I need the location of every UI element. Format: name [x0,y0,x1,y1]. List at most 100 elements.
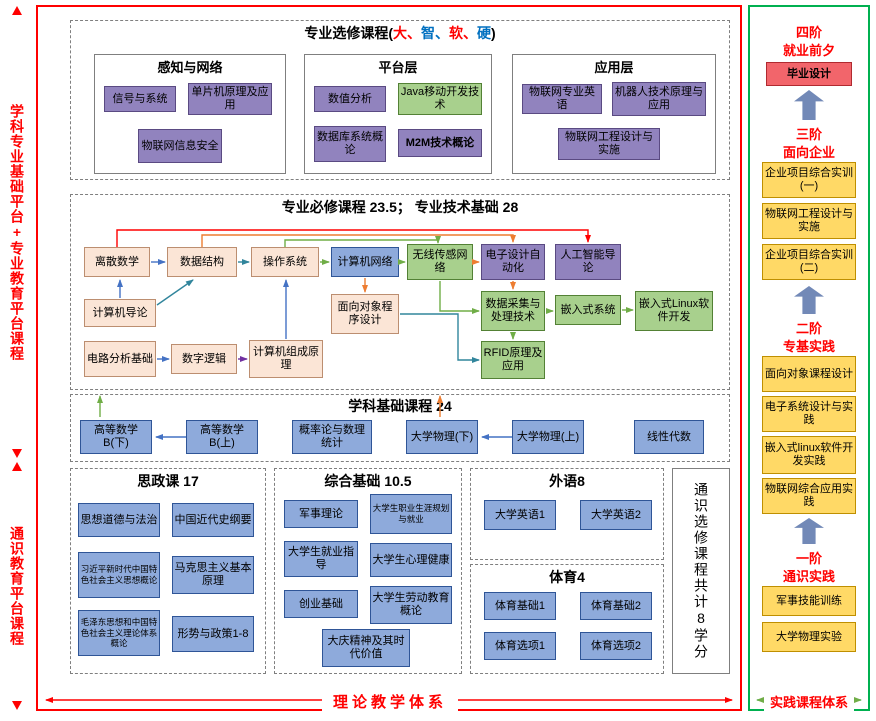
section-title-general-basics: 综合基础 10.5 [324,473,412,489]
title-ying: 硬 [477,25,491,41]
course-data-structure: 数据结构 [167,247,237,277]
course-pe-basic-1: 体育基础1 [484,592,556,620]
arrowhead-up-icon [12,462,22,471]
course-computer-organization: 计算机组成原理 [249,340,323,378]
course-enterprise-training-1: 企业项目综合实训(一) [762,162,856,198]
course-mcu-principles: 单片机原理及应用 [188,83,272,115]
course-physics-2: 大学物理(下) [406,420,478,454]
course-ai-intro: 人工智能导论 [555,244,621,280]
group-title-platform-layer: 平台层 [378,60,418,75]
stage-4-name: 就业前夕 [782,43,835,58]
course-discrete-math: 离散数学 [84,247,150,277]
title-ruan: 软、 [449,25,477,41]
course-cs-intro: 计算机导论 [84,299,156,327]
course-enterprise-training-2: 企业项目综合实训(二) [762,244,856,280]
course-wireless-sensor-network: 无线传感网络 [407,244,473,280]
stage-4-number: 四阶 [795,25,822,40]
section-professional-electives [70,20,730,180]
section-title-required: 专业必修课程 23.5； 专业技术基础 28 [281,199,519,215]
course-mao-thought: 毛泽东思想和中国特色社会主义理论体系概论 [78,610,160,656]
section-general-basics [274,468,462,674]
course-signals-systems: 信号与系统 [104,86,176,112]
arrowhead-down-icon [12,449,22,458]
course-embedded-linux: 嵌入式Linux软件开发 [635,291,713,331]
course-oop-design: 面向对象课程设计 [762,356,856,392]
section-title-ideology: 思政课 17 [137,473,199,489]
stage-3-name: 面向企业 [782,145,835,160]
left-rail-top: 学科专业基础平台+专业教育平台课程 [2,6,32,458]
course-oop: 面向对象程序设计 [331,294,399,334]
course-data-acquisition: 数据采集与处理技术 [481,291,545,331]
course-rfid: RFID原理及应用 [481,341,545,379]
course-m2m: M2M技术概论 [398,129,482,157]
arrowhead-up-icon [12,6,22,15]
group-title-perception-network: 感知与网络 [157,60,223,75]
course-mental-health: 大学生心理健康 [370,543,452,577]
stage-1-number: 一阶 [795,551,822,566]
arrowhead-down-icon [12,701,22,710]
course-english-1: 大学英语1 [484,500,556,530]
title-pre: 专业选修课程( [304,25,393,41]
course-pe-basic-2: 体育基础2 [580,592,652,620]
course-robotics: 机器人技术原理与应用 [612,82,706,116]
course-military-training: 军事技能训练 [762,586,856,616]
course-calculus-b2: 高等数学B(下) [80,420,152,454]
course-xi-thought: 习近平新时代中国特色社会主义思想概论 [78,552,160,598]
title-da: 大、 [393,25,421,41]
section-foundation-courses [70,394,730,462]
course-electronic-system-design: 电子系统设计与实践 [762,396,856,432]
course-labor-education: 大学生劳动教育概论 [370,586,452,624]
general-elective-credits-label: 通识选修课程共计8学分 [693,482,709,660]
course-career-planning: 大学生职业生涯规划与就业 [370,494,452,534]
course-computer-network: 计算机网络 [331,247,399,277]
course-circuit-analysis: 电路分析基础 [84,341,156,377]
theory-system-footer: 理论教学体系 [322,691,458,712]
course-iot-design-practice: 物联网工程设计与实施 [762,203,856,239]
stage-1-name: 通识实践 [782,569,835,584]
stage-2-number: 二阶 [795,321,822,336]
course-digital-logic: 数字逻辑 [171,344,237,374]
course-employment-guidance: 大学生就业指导 [284,541,358,577]
course-iot-comprehensive-practice: 物联网综合应用实践 [762,478,856,514]
section-foreign-language [470,468,664,560]
left-rail-bottom: 通识教育平台课程 [2,462,32,710]
course-english-2: 大学英语2 [580,500,652,530]
course-database: 数据库系统概论 [314,126,386,162]
course-iot-english: 物联网专业英语 [522,84,602,114]
course-embedded-system: 嵌入式系统 [555,295,621,325]
course-marxism: 马克思主义基本原理 [172,556,254,594]
title-zhi: 智、 [421,25,449,41]
course-iot-engineering-design: 物联网工程设计与实施 [558,128,660,160]
platform-label-major: 学科专业基础平台+专业教育平台课程 [9,103,25,361]
platform-label-general: 通识教育平台课程 [9,526,25,646]
section-required-courses [70,194,730,390]
section-title-foreign-language: 外语8 [549,473,585,489]
title-post: ) [491,25,496,41]
course-physics-experiment: 大学物理实验 [762,622,856,652]
course-graduation-project: 毕业设计 [766,62,852,86]
course-numerical-analysis: 数值分析 [314,86,386,112]
course-modern-history: 中国近代史纲要 [172,503,254,537]
course-military-theory: 军事理论 [284,500,358,528]
course-java-mobile: Java移动开发技术 [398,83,482,115]
group-title-application-layer: 应用层 [594,60,634,75]
course-eda: 电子设计自动化 [481,244,545,280]
course-iot-security: 物联网信息安全 [138,129,222,163]
course-pe-elective-2: 体育选项2 [580,632,652,660]
course-probability: 概率论与数理统计 [292,420,372,454]
section-title-electives: 专业选修课程(大、智、软、硬) [70,23,730,43]
course-daqing-spirit: 大庆精神及其时代价值 [322,629,410,667]
practice-system-footer: 实践课程体系 [764,692,854,711]
course-physics-1: 大学物理(上) [512,420,584,454]
general-elective-credits-box [672,468,730,674]
course-pe-elective-1: 体育选项1 [484,632,556,660]
stage-2-name: 专基实践 [782,339,835,354]
course-operating-system: 操作系统 [251,247,319,277]
section-title-pe: 体育4 [549,569,585,585]
course-morality-law: 思想道德与法治 [78,503,160,537]
course-entrepreneurship: 创业基础 [284,590,358,618]
course-situation-policy: 形势与政策1-8 [172,616,254,652]
course-embedded-linux-practice: 嵌入式linux软件开发实践 [762,436,856,474]
section-title-foundation: 学科基础课程 24 [348,398,452,414]
